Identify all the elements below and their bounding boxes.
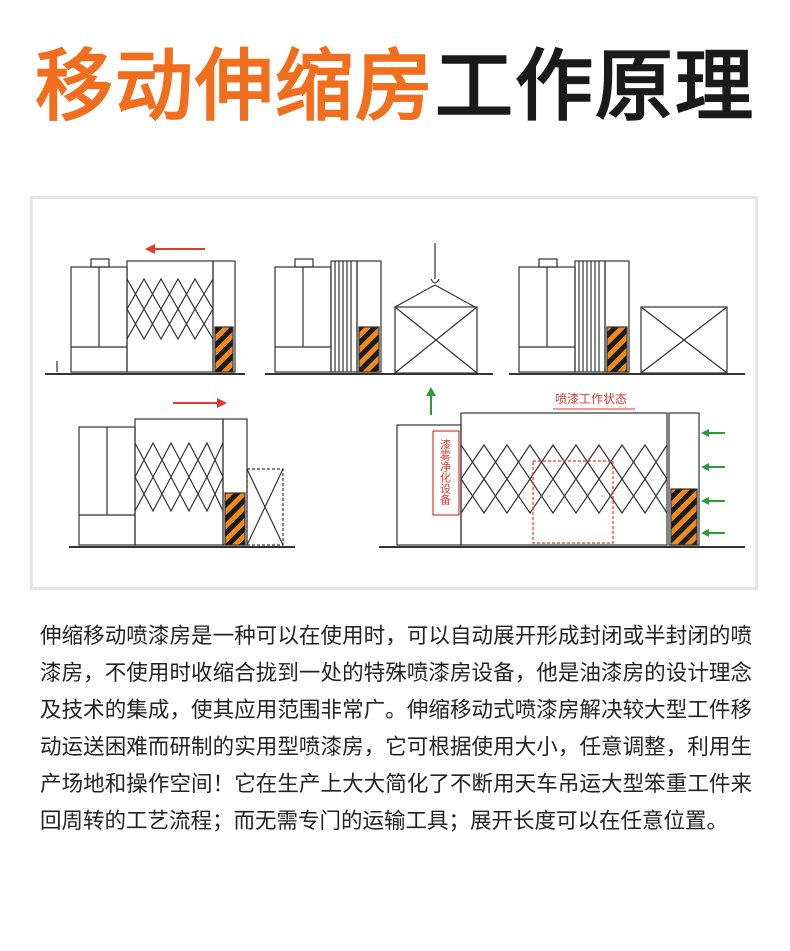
- title-black-part: 工作原理: [435, 42, 756, 132]
- panel-retracted-workpiece: [509, 258, 745, 375]
- working-state-label: 喷漆工作状态: [555, 392, 627, 406]
- purify-equipment-label: 漆雾净化设备: [439, 439, 452, 506]
- description-paragraph: 伸缩移动喷漆房是一种可以在使用时，可以自动展开形成封闭或半封闭的喷漆房，不使用时…: [40, 624, 752, 834]
- arrow-right-red: [173, 398, 227, 408]
- panel-retracted-crane: [265, 243, 493, 375]
- arrow-left-red: [145, 244, 205, 254]
- arrow-up-green: [426, 387, 436, 415]
- panel-expanding-over-workpiece: [69, 418, 295, 548]
- title-orange-part: 移动伸缩房: [34, 42, 435, 132]
- working-principle-diagram: 喷漆工作状态 漆雾净化设备: [30, 196, 758, 590]
- arrows-left-green: [701, 429, 725, 537]
- panel-working-state: [379, 412, 745, 548]
- page-title: 移动伸缩房工作原理: [0, 48, 790, 126]
- panel-expanding-left: [45, 258, 245, 375]
